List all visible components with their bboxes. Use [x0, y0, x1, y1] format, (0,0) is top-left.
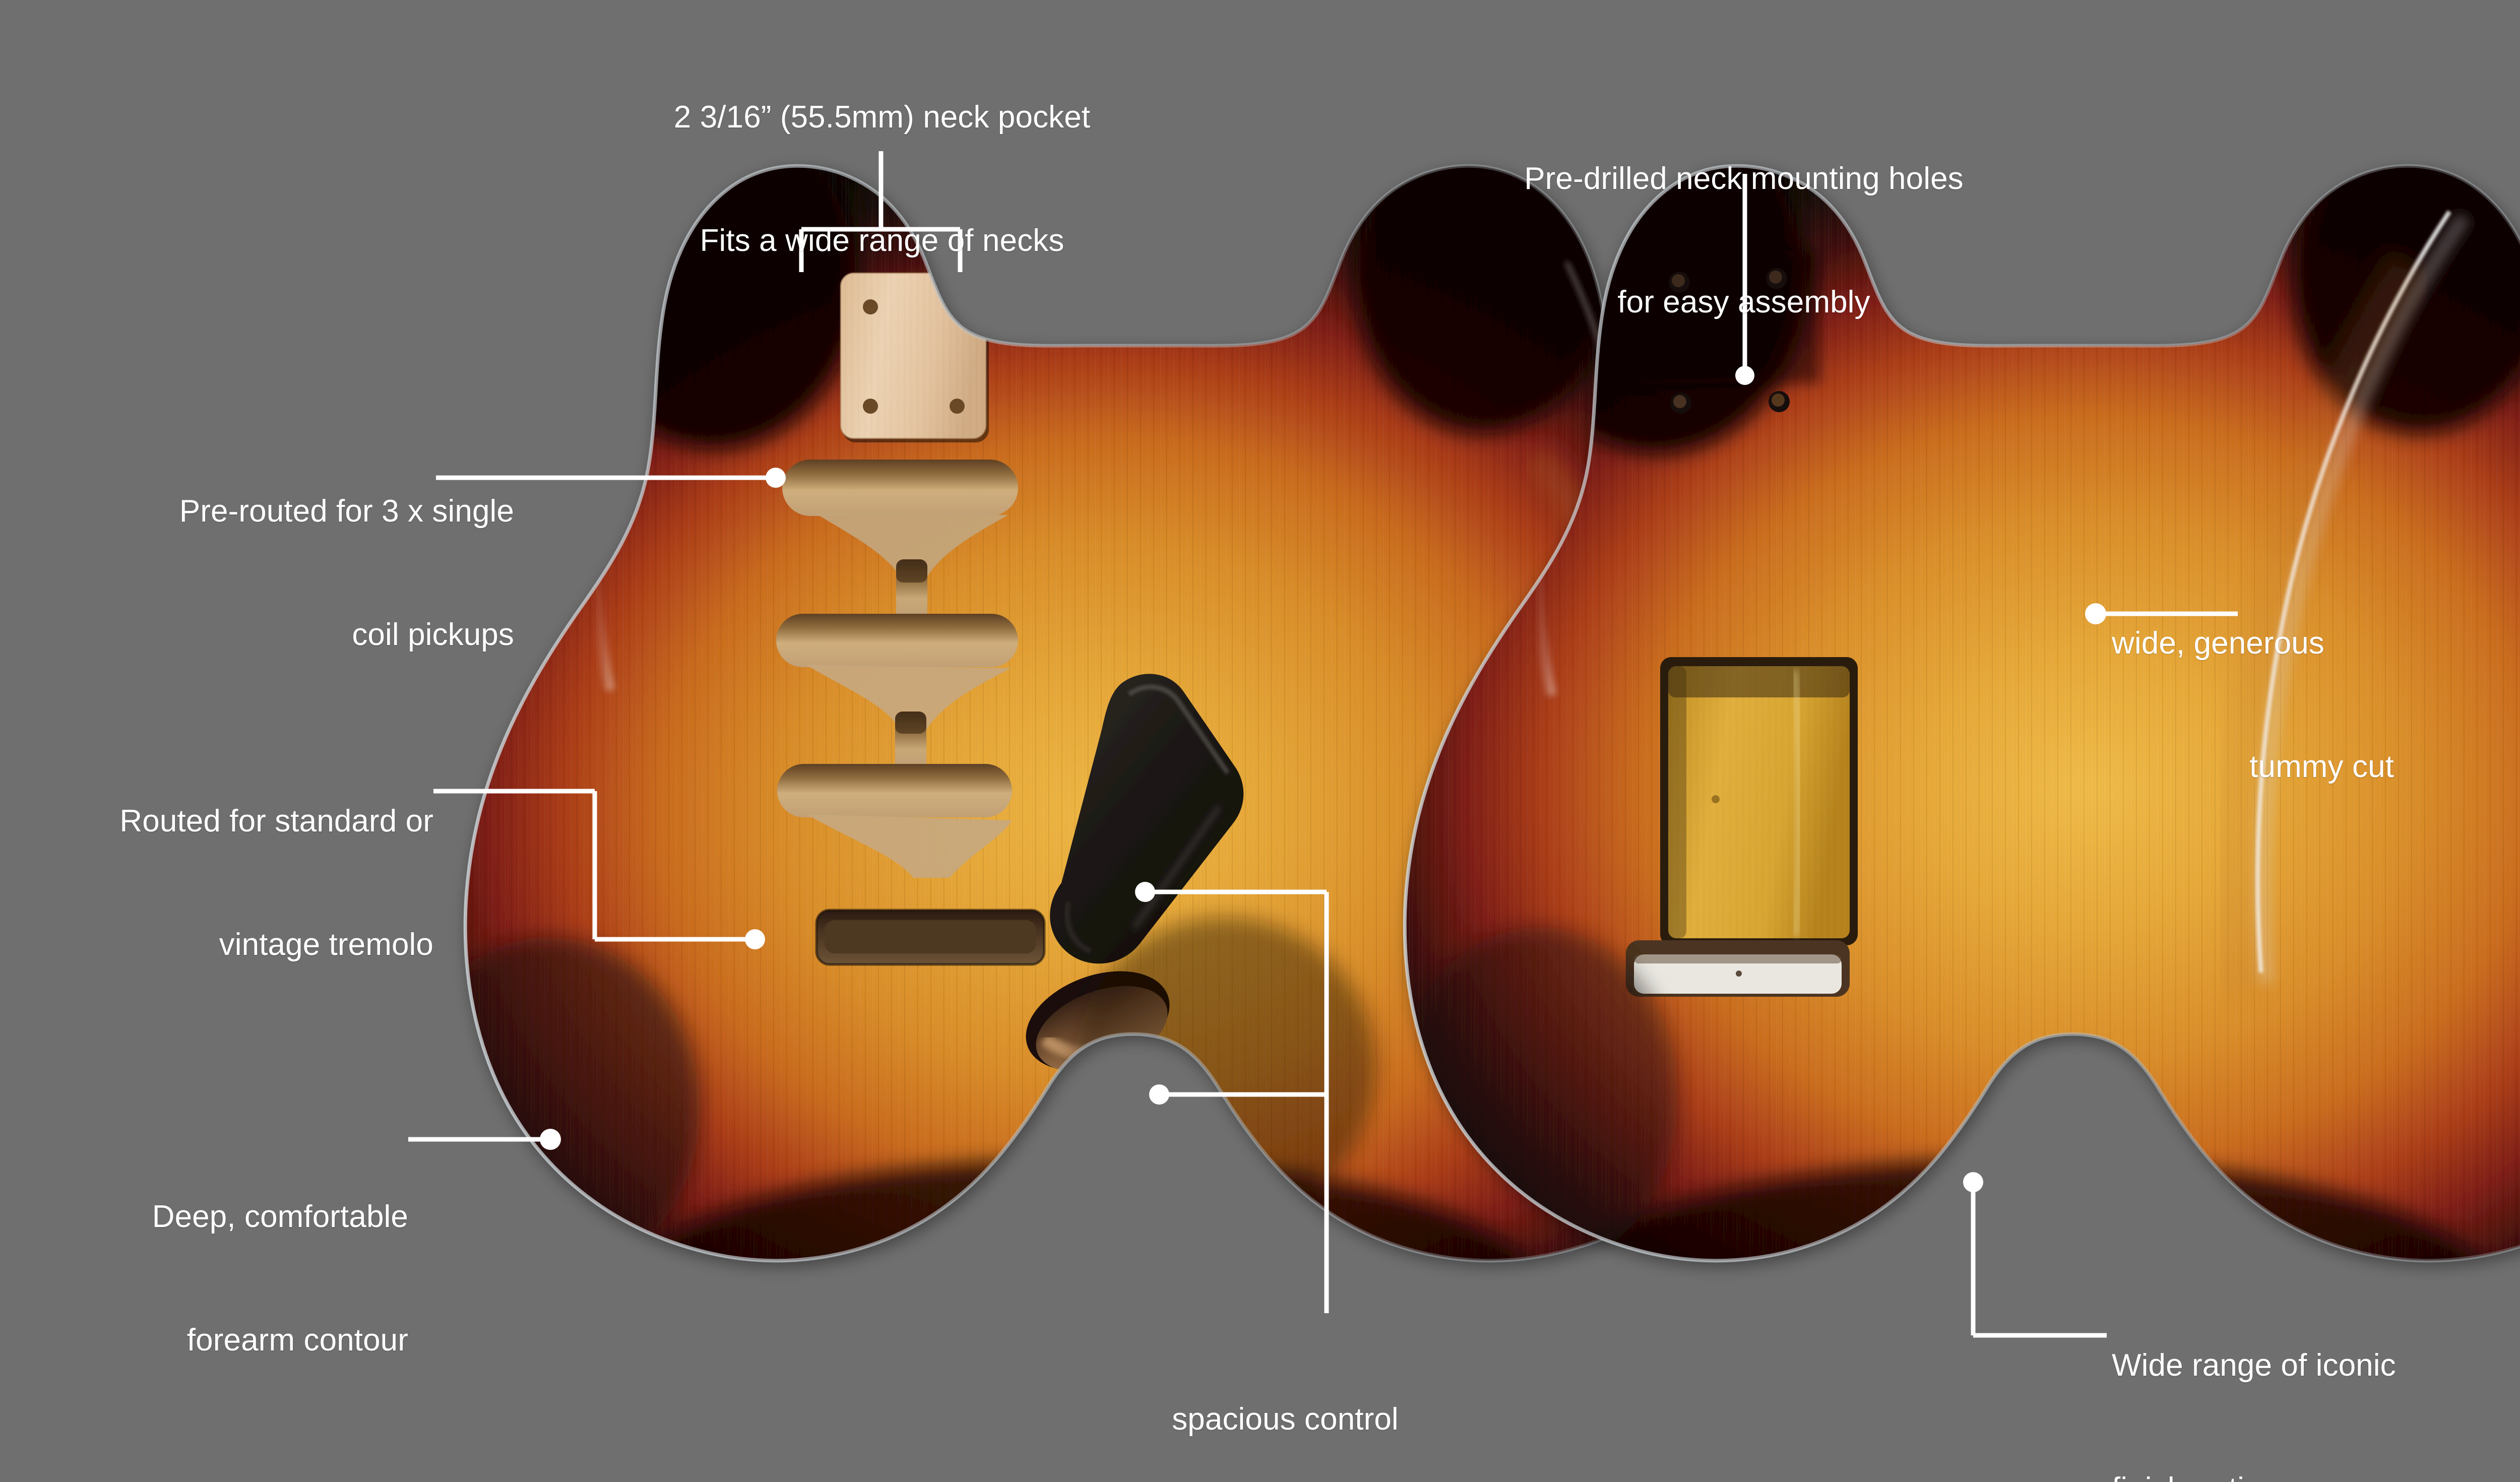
- leader-tummy-cut: [2085, 603, 2238, 624]
- tremolo-routing-callout-line-1: Routed for standard or: [119, 803, 433, 839]
- leader-tremolo-route: [433, 789, 765, 949]
- leader-neck-pocket: [799, 151, 963, 272]
- leader-finish-options: [1963, 1172, 2107, 1338]
- finish-options-callout: Wide range of iconic finish options: [2112, 1262, 2510, 1482]
- pickup-routing-callout-line-2: coil pickups: [352, 617, 514, 653]
- pickup-routing-callout: Pre-routed for 3 x single coil pickups: [30, 408, 514, 738]
- leader-forearm-contour: [408, 1129, 561, 1150]
- neck-pocket-callout-line-1: 2 3/16” (55.5mm) neck pocket: [673, 99, 1091, 135]
- finish-options-callout-line-1: Wide range of iconic: [2112, 1347, 2396, 1383]
- control-cavity: [1050, 674, 1244, 964]
- leader-control-cavities: [1135, 882, 1329, 1313]
- neck-mounting-holes-callout: Pre-drilled neck mounting holes for easy…: [1391, 76, 2097, 406]
- finish-options-callout-line-2: finish options: [2112, 1468, 2510, 1482]
- tummy-cut-callout-line-2: tummy cut: [2249, 749, 2394, 785]
- tremolo-routing-callout-line-2: vintage tremolo: [219, 927, 433, 962]
- pickup-routes: [776, 460, 1018, 878]
- control-cavities-callout-line-1: spacious control: [1172, 1401, 1399, 1437]
- neck-mounting-holes: [1669, 268, 1790, 414]
- tremolo-block-slot: [815, 909, 1046, 966]
- leader-lines: [408, 151, 2238, 1338]
- neck-mounting-holes-callout-line-1: Pre-drilled neck mounting holes: [1524, 161, 1964, 196]
- neck-pocket-callout-line-2: Fits a wide range of necks: [700, 223, 1064, 259]
- leader-neck-mounting-holes: [1735, 174, 1754, 385]
- leader-pickup-routes: [436, 468, 786, 488]
- neck-pocket-callout: 2 3/16” (55.5mm) neck pocket Fits a wide…: [595, 14, 1169, 344]
- forearm-contour-callout: Deep, comfortable forearm contour: [30, 1114, 408, 1444]
- tummy-cut-callout-line-1: wide, generous: [2112, 625, 2324, 661]
- tremolo-claw-slot: [1626, 940, 1850, 997]
- tummy-cut-callout: wide, generous tummy cut: [2112, 540, 2495, 870]
- tremolo-routing-callout: Routed for standard or vintage tremolo: [30, 718, 433, 1048]
- control-cavities-callout: spacious control cavities: [1074, 1316, 1497, 1482]
- forearm-contour-callout-line-2: forearm contour: [186, 1323, 408, 1358]
- neck-mounting-holes-callout-line-2: for easy assembly: [1617, 285, 1870, 320]
- pickup-routing-callout-line-1: Pre-routed for 3 x single: [179, 493, 514, 529]
- forearm-contour-callout-line-1: Deep, comfortable: [152, 1199, 408, 1234]
- tremolo-spring-cavity: [1660, 657, 1858, 945]
